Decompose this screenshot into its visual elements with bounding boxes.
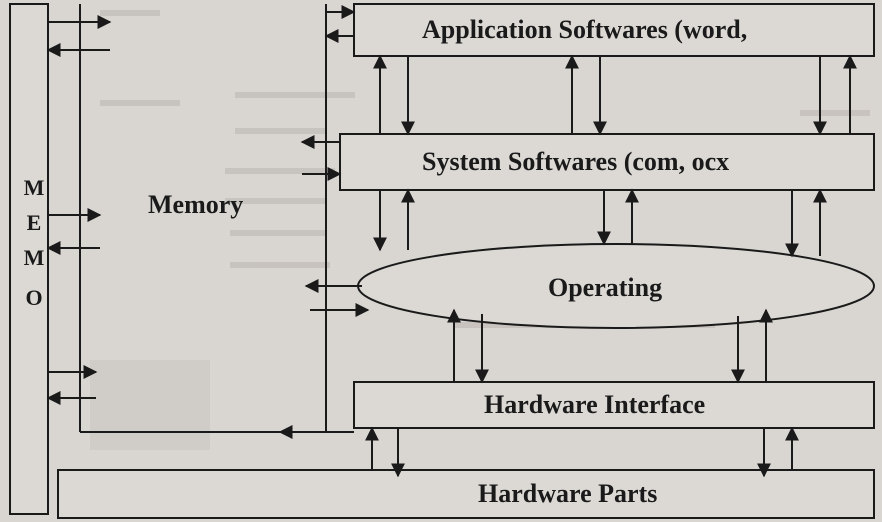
system-softwares-box (339, 133, 875, 191)
memo-letter-1: M (24, 175, 45, 200)
hardware-interface-label: Hardware Interface (484, 390, 705, 419)
memo-letter-4: O (25, 285, 42, 310)
operating-label: Operating (548, 273, 662, 302)
hardware-parts-box (57, 469, 875, 519)
memo-letter-2: E (27, 210, 42, 235)
application-softwares-label: Application Softwares (word, (422, 15, 747, 44)
hardware-interface-box (353, 381, 875, 429)
application-softwares-box (353, 3, 875, 57)
hardware-parts-label: Hardware Parts (478, 479, 657, 508)
memo-letter-3: M (24, 245, 45, 270)
memo-box (9, 3, 49, 515)
memory-label: Memory (148, 190, 243, 219)
system-softwares-label: System Softwares (com, ocx (422, 147, 729, 176)
